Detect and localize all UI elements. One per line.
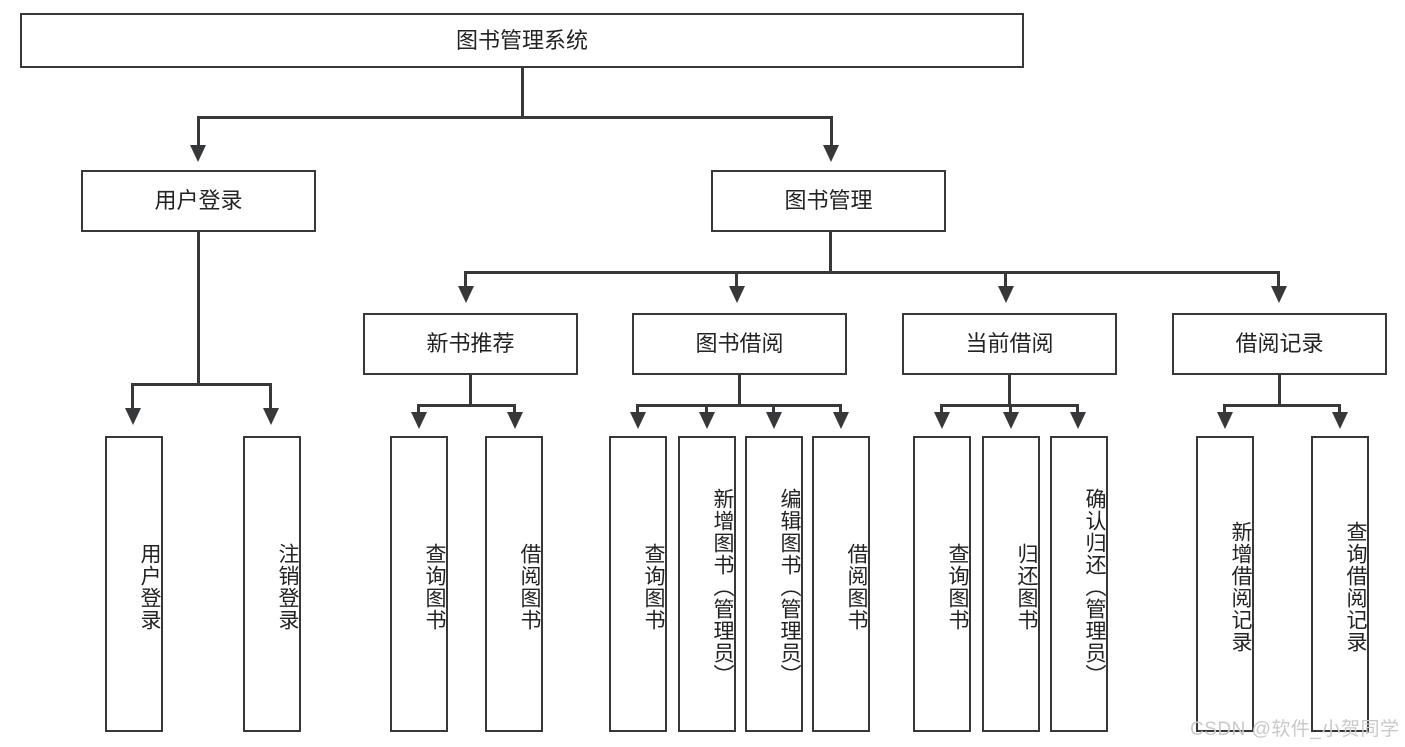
edge-borrow-stem [738, 375, 741, 406]
arrow-borrow-to-leaf-2 [699, 412, 715, 429]
node-borrowing-record[interactable]: 借阅记录 [1172, 313, 1387, 375]
edge-root-to-bookmgmt [830, 116, 833, 146]
arrow-borrow-to-leaf-4 [833, 412, 849, 429]
edge-newbook-stem [469, 375, 472, 406]
leaf-user-login[interactable]: 用户登录 [105, 436, 163, 732]
arrow-root-to-bookmgmt [823, 145, 839, 162]
leaf-borrow-books-borrowing[interactable]: 借阅图书 [812, 436, 870, 732]
edge-current-stem [1008, 375, 1011, 406]
arrow-record-to-leaf-2 [1332, 412, 1348, 429]
edge-newbook-bus [417, 404, 516, 407]
arrow-root-to-login [190, 145, 206, 162]
edge-root-stem [521, 68, 524, 116]
edge-record-stem [1278, 375, 1281, 406]
node-book-management[interactable]: 图书管理 [711, 170, 946, 232]
arrow-newbook-to-leaf-2 [507, 412, 523, 429]
edge-borrow-to-leaf-3 [772, 404, 775, 413]
arrow-record-to-leaf-1 [1217, 412, 1233, 429]
arrow-login-to-leaf-2 [263, 408, 279, 425]
arrow-bookmgmt-to-borrow [729, 286, 745, 303]
arrow-bookmgmt-to-record [1271, 286, 1287, 303]
leaf-query-borrowing-record[interactable]: 查询借阅记录 [1311, 436, 1369, 732]
edge-root-bus [197, 116, 833, 119]
csdn-watermark: CSDN @软件_小贺同学 [1190, 719, 1400, 740]
leaf-query-books-newbook[interactable]: 查询图书 [390, 436, 448, 732]
edge-borrow-bus [636, 404, 841, 407]
node-book-borrowing[interactable]: 图书借阅 [632, 313, 847, 375]
edge-newbook-to-leaf-2 [513, 404, 516, 413]
leaf-edit-book-admin[interactable]: 编辑图书（管理员） [745, 436, 803, 732]
arrow-current-to-leaf-3 [1070, 412, 1086, 429]
edge-bookmgmt-stem [829, 232, 832, 273]
arrow-borrow-to-leaf-1 [630, 412, 646, 429]
node-user-login[interactable]: 用户登录 [81, 170, 316, 232]
arrow-login-to-leaf-1 [125, 408, 141, 425]
edge-record-to-leaf-1 [1223, 404, 1226, 413]
leaf-add-borrowing-record[interactable]: 新增借阅记录 [1196, 436, 1254, 732]
edge-bookmgmt-to-borrow [735, 271, 738, 287]
edge-borrow-to-leaf-2 [705, 404, 708, 413]
edge-bookmgmt-to-new [464, 271, 467, 287]
edge-current-to-leaf-2 [1009, 404, 1012, 413]
arrow-borrow-to-leaf-3 [766, 412, 782, 429]
leaf-query-books-current[interactable]: 查询图书 [913, 436, 971, 732]
edge-login-to-leaf-1 [131, 383, 134, 409]
leaf-query-books-borrowing[interactable]: 查询图书 [609, 436, 667, 732]
leaf-logout[interactable]: 注销登录 [243, 436, 301, 732]
edge-borrow-to-leaf-1 [636, 404, 639, 413]
arrow-current-to-leaf-1 [934, 412, 950, 429]
edge-login-stem [197, 232, 200, 383]
leaf-confirm-return-admin[interactable]: 确认归还（管理员） [1050, 436, 1108, 732]
arrow-bookmgmt-to-new [458, 286, 474, 303]
edge-newbook-to-leaf-1 [417, 404, 420, 413]
arrow-newbook-to-leaf-1 [411, 412, 427, 429]
edge-record-to-leaf-2 [1338, 404, 1341, 413]
edge-current-to-leaf-1 [940, 404, 943, 413]
edge-bookmgmt-bus [464, 271, 1280, 274]
node-current-borrowing[interactable]: 当前借阅 [902, 313, 1117, 375]
arrow-current-to-leaf-2 [1003, 412, 1019, 429]
edge-root-to-login [197, 116, 200, 146]
node-new-book-recommendation[interactable]: 新书推荐 [363, 313, 578, 375]
leaf-add-book-admin[interactable]: 新增图书（管理员） [678, 436, 736, 732]
leaf-borrow-books-newbook[interactable]: 借阅图书 [485, 436, 543, 732]
edge-login-bus [131, 383, 270, 386]
edge-bookmgmt-to-current [1004, 271, 1007, 287]
edge-bookmgmt-to-record [1277, 271, 1280, 287]
node-root-library-management-system[interactable]: 图书管理系统 [20, 13, 1024, 68]
edge-record-bus [1223, 404, 1340, 407]
leaf-return-books[interactable]: 归还图书 [982, 436, 1040, 732]
arrow-bookmgmt-to-current [998, 286, 1014, 303]
edge-borrow-to-leaf-4 [839, 404, 842, 413]
edge-current-to-leaf-3 [1076, 404, 1079, 413]
edge-login-to-leaf-2 [269, 383, 272, 409]
